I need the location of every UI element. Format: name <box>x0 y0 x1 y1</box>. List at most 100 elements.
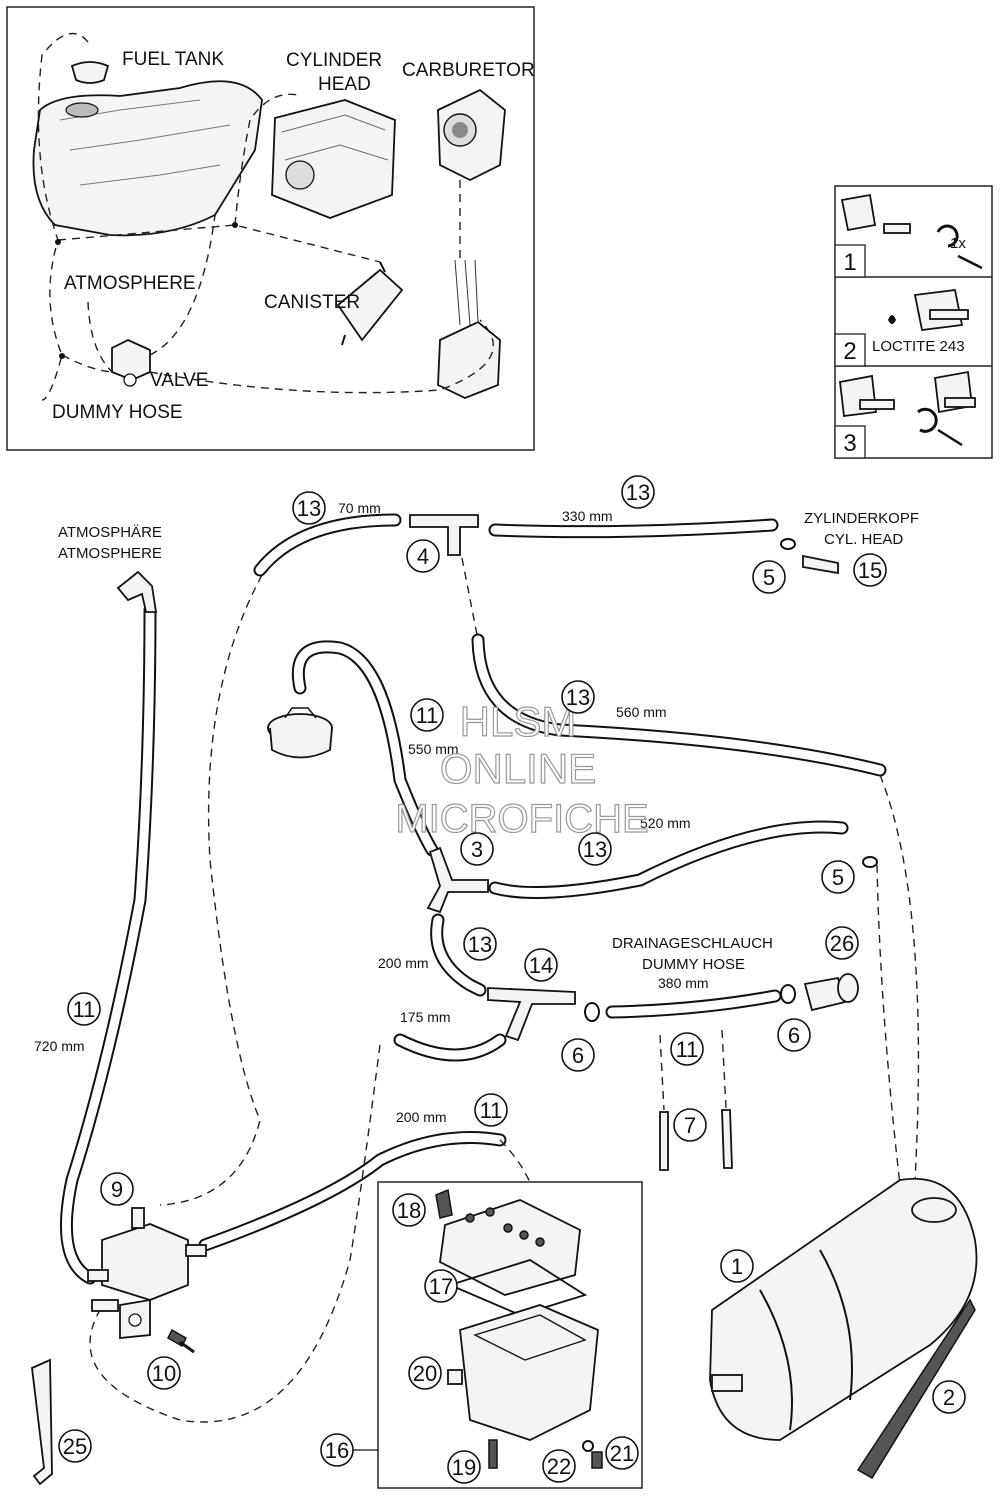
callout-1: 1 <box>720 1249 754 1283</box>
svg-text:22: 22 <box>547 1454 571 1479</box>
callouts: 13 4 13 5 15 13 11 3 13 5 13 14 26 6 11 … <box>58 475 966 1484</box>
label-dummy-hose: DUMMY HOSE <box>642 956 745 973</box>
svg-text:21: 21 <box>610 1441 634 1466</box>
label-zylinderkopf: ZYLINDERKOPF <box>804 510 919 527</box>
measure-560mm: 560 mm <box>616 704 667 720</box>
svg-text:20: 20 <box>413 1361 437 1386</box>
legend-torque-1x: 1x <box>950 235 966 252</box>
svg-text:15: 15 <box>858 558 882 583</box>
svg-text:13: 13 <box>583 837 607 862</box>
svg-text:6: 6 <box>572 1043 584 1068</box>
bracket-2-illustration <box>856 1298 976 1480</box>
label-atmosphaere: ATMOSPHÄRE <box>58 524 162 541</box>
svg-text:5: 5 <box>763 565 775 590</box>
measure-720mm: 720 mm <box>34 1038 85 1054</box>
svg-text:14: 14 <box>529 953 553 978</box>
svg-text:5: 5 <box>832 865 844 890</box>
callout-19: 19 <box>447 1450 481 1484</box>
callout-21: 21 <box>605 1436 639 1470</box>
svg-text:25: 25 <box>63 1434 87 1459</box>
callout-11: 11 <box>670 1032 704 1066</box>
label-drainageschlauch: DRAINAGESCHLAUCH <box>612 935 773 952</box>
inset-label-dummy-hose: DUMMY HOSE <box>52 402 183 423</box>
legend-step-3: 3 <box>843 430 856 457</box>
svg-text:6: 6 <box>788 1023 800 1048</box>
callout-5: 5 <box>821 860 855 894</box>
measure-380mm: 380 mm <box>658 975 709 991</box>
measure-520mm: 520 mm <box>640 815 691 831</box>
callout-6: 6 <box>777 1018 811 1052</box>
inset-schematic: FUEL TANK CYLINDER HEAD CARBURETOR ATMOS… <box>6 6 535 451</box>
measure-175mm: 175 mm <box>400 1009 451 1025</box>
callout-11: 11 <box>67 992 101 1026</box>
legend-step-1: 1 <box>843 249 856 276</box>
label-atmosphere: ATMOSPHERE <box>58 545 162 562</box>
svg-text:19: 19 <box>452 1455 476 1480</box>
svg-text:17: 17 <box>429 1274 453 1299</box>
svg-text:16: 16 <box>325 1438 349 1463</box>
callout-15: 15 <box>853 553 887 587</box>
callout-17: 17 <box>424 1269 458 1303</box>
canister-1-illustration <box>709 1177 978 1441</box>
float-bowl-inset <box>377 1181 643 1489</box>
measure-200mm-a: 200 mm <box>378 955 429 971</box>
inset-label-carburetor: CARBURETOR <box>402 60 535 81</box>
callout-25: 25 <box>58 1429 92 1463</box>
inset-label-cylinder: CYLINDER <box>286 50 382 71</box>
callout-26: 26 <box>825 926 859 960</box>
inset-label-head: HEAD <box>318 74 371 95</box>
carburetor-illustration <box>437 88 506 182</box>
svg-text:11: 11 <box>416 703 439 728</box>
fuel-cap-illustration <box>267 707 333 759</box>
callout-6: 6 <box>561 1038 595 1072</box>
measure-550mm: 550 mm <box>408 741 459 757</box>
fuel-tank-illustration <box>32 61 263 237</box>
callout-13: 13 <box>292 491 326 525</box>
callout-13: 13 <box>463 927 497 961</box>
measure-330mm: 330 mm <box>562 508 613 524</box>
assembly-legend: 1 2 3 1x LOCTITE 243 <box>834 185 993 459</box>
callout-5: 5 <box>752 560 786 594</box>
callout-11: 11 <box>410 698 444 732</box>
hose-network <box>60 513 887 1285</box>
svg-text:4: 4 <box>417 544 429 569</box>
watermark-line-3: MICROFICHE <box>395 797 648 841</box>
callout-3: 3 <box>460 832 494 866</box>
canister-illustration <box>336 261 404 346</box>
inset-label-atmosphere: ATMOSPHERE <box>64 273 196 294</box>
svg-text:1: 1 <box>731 1254 743 1279</box>
callout-10: 10 <box>147 1356 181 1390</box>
svg-text:13: 13 <box>626 480 650 505</box>
svg-text:26: 26 <box>830 931 854 956</box>
callout-16: 16 <box>320 1433 354 1467</box>
callout-18: 18 <box>392 1193 426 1227</box>
svg-text:13: 13 <box>468 932 492 957</box>
cylinder-head-illustration <box>271 99 396 219</box>
measure-200mm-b: 200 mm <box>396 1109 447 1125</box>
svg-text:9: 9 <box>111 1177 123 1202</box>
callout-20: 20 <box>408 1356 442 1390</box>
svg-text:11: 11 <box>73 997 96 1022</box>
callout-22: 22 <box>542 1449 576 1483</box>
svg-text:13: 13 <box>566 685 590 710</box>
svg-text:3: 3 <box>471 837 483 862</box>
watermark-line-2: ONLINE <box>440 745 596 792</box>
callout-11: 11 <box>474 1093 508 1127</box>
watermark-line-1: HLSM <box>460 698 577 745</box>
svg-text:2: 2 <box>943 1385 955 1410</box>
inset-label-valve: VALVE <box>150 370 208 391</box>
callout-14: 14 <box>524 948 558 982</box>
valve-9-illustration <box>87 1207 207 1339</box>
svg-text:10: 10 <box>152 1361 176 1386</box>
watermark: HLSM ONLINE MICROFICHE <box>395 697 650 841</box>
inset-label-fuel-tank: FUEL TANK <box>122 49 224 70</box>
callout-9: 9 <box>100 1172 134 1206</box>
svg-text:7: 7 <box>684 1113 696 1138</box>
carburetor-bowl-illustration <box>437 259 501 399</box>
callout-13: 13 <box>578 832 612 866</box>
inset-label-canister: CANISTER <box>264 292 360 313</box>
callout-13: 13 <box>621 475 655 509</box>
svg-text:13: 13 <box>297 496 321 521</box>
measure-70mm: 70 mm <box>338 500 381 516</box>
